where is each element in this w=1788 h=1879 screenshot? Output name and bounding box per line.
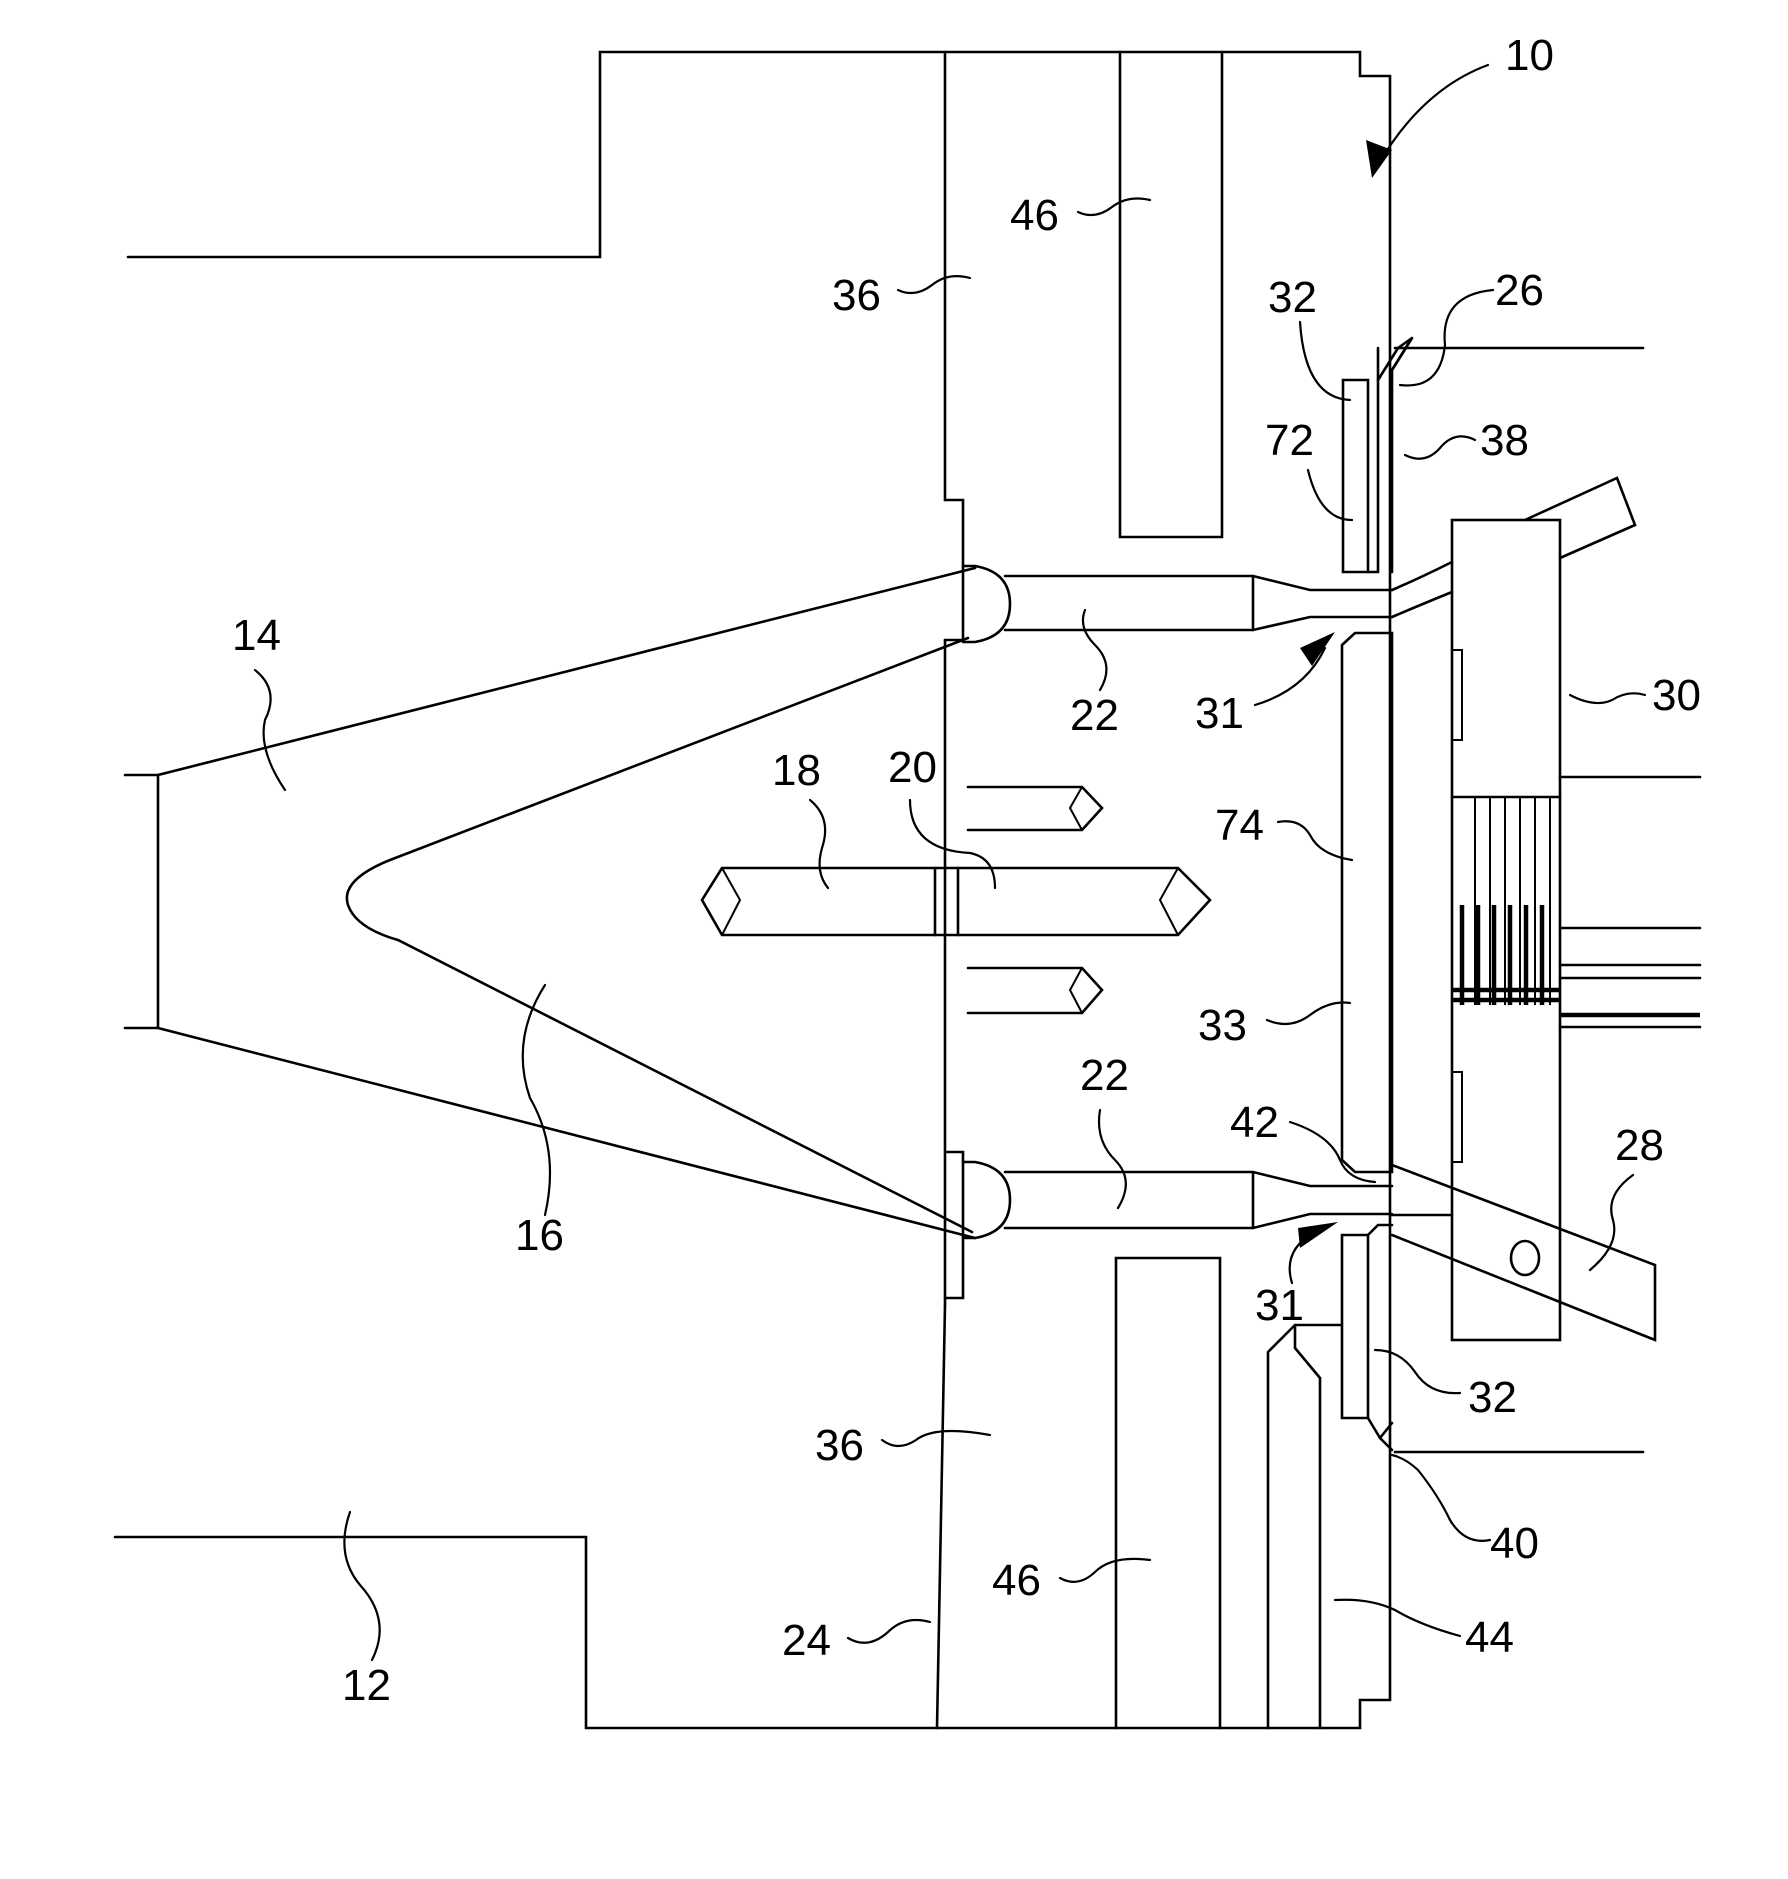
ref-46-top: 46 [1010, 191, 1150, 240]
label-74: 74 [1215, 801, 1264, 850]
label-24: 24 [782, 1616, 831, 1665]
ref-12: 12 [342, 1512, 391, 1710]
ref-72: 72 [1265, 416, 1352, 520]
contact-pin-upper [968, 787, 1102, 830]
label-22-bottom: 22 [1080, 1051, 1129, 1100]
ref-28: 28 [1590, 1121, 1664, 1270]
inner-block-46-bottom [1116, 1258, 1220, 1728]
ref-20: 20 [888, 743, 995, 888]
ref-26: 26 [1400, 266, 1544, 386]
label-26: 26 [1495, 266, 1544, 315]
ref-38: 38 [1405, 416, 1529, 465]
label-18: 18 [772, 746, 821, 795]
ref-44: 44 [1335, 1600, 1514, 1662]
label-46-top: 46 [1010, 191, 1059, 240]
ref-22-bottom: 22 [1080, 1051, 1129, 1208]
label-31-top: 31 [1195, 689, 1244, 738]
ref-46-bottom: 46 [992, 1556, 1150, 1605]
label-30: 30 [1652, 671, 1701, 720]
lens-74 [1342, 633, 1392, 1172]
upper-bracket [1525, 478, 1635, 558]
ref-40: 40 [1392, 1455, 1539, 1568]
lens-holder-32-top [1343, 338, 1412, 572]
ref-14: 14 [232, 611, 285, 790]
label-32-top: 32 [1268, 273, 1317, 322]
label-22-top: 22 [1070, 691, 1119, 740]
label-44: 44 [1465, 1613, 1514, 1662]
label-31-bottom: 31 [1255, 1281, 1304, 1330]
ref-36-top: 36 [832, 271, 970, 320]
label-36-top: 36 [832, 271, 881, 320]
ref-32-bottom: 32 [1375, 1350, 1517, 1422]
inner-block-46-top [1120, 52, 1222, 537]
ref-30: 30 [1570, 671, 1701, 720]
ref-31-bottom: 31 [1255, 1222, 1338, 1330]
label-28: 28 [1615, 1121, 1664, 1170]
label-36-bottom: 36 [815, 1421, 864, 1470]
label-72: 72 [1265, 416, 1314, 465]
ref-31-top: 31 [1195, 632, 1335, 738]
ref-10: 10 [1366, 31, 1554, 178]
label-14: 14 [232, 611, 281, 660]
label-46-bottom: 46 [992, 1556, 1041, 1605]
arrow-head-31-bottom [1298, 1222, 1338, 1248]
label-20: 20 [888, 743, 937, 792]
reflector-14 [125, 568, 975, 1238]
bulb-22-top [963, 566, 1392, 642]
contact-pin-18-20 [702, 868, 1210, 935]
ref-74: 74 [1215, 801, 1352, 860]
label-16: 16 [515, 1211, 564, 1260]
label-32-bottom: 32 [1468, 1373, 1517, 1422]
label-33: 33 [1198, 1001, 1247, 1050]
ref-32-top: 32 [1268, 273, 1350, 400]
lens-holder-32-bottom [1342, 1225, 1392, 1450]
ref-33: 33 [1198, 1001, 1350, 1050]
contact-pin-lower [968, 968, 1102, 1013]
insert-44 [1268, 1325, 1340, 1728]
label-38: 38 [1480, 416, 1529, 465]
label-10: 10 [1505, 31, 1554, 80]
label-42: 42 [1230, 1098, 1279, 1147]
arrow-head-10 [1366, 140, 1392, 178]
label-12: 12 [342, 1661, 391, 1710]
ref-24: 24 [782, 1616, 930, 1665]
ref-36-bottom: 36 [815, 1421, 990, 1470]
circuit-traces [1452, 797, 1560, 1005]
label-40: 40 [1490, 1519, 1539, 1568]
